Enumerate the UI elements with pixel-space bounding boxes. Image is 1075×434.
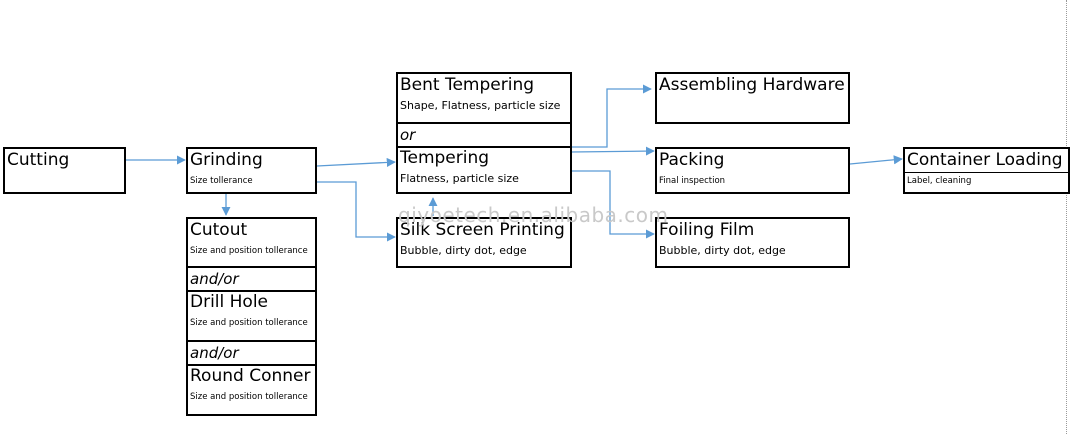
connector-or: or	[396, 124, 572, 148]
node-cutting-title: Cutting	[7, 150, 70, 170]
node-bent-tempering-sub: Shape, Flatness, particle size	[400, 99, 561, 112]
node-grinding-sub: Size tollerance	[190, 176, 253, 186]
arrow-tempering-foiling	[571, 170, 655, 239]
node-silk-screen-title: Silk Screen Printing	[400, 220, 565, 240]
arrow-grinding-tempering	[316, 157, 396, 167]
node-packing: Packing Final inspection	[655, 147, 850, 194]
node-tempering-title: Tempering	[400, 148, 490, 168]
node-packing-title: Packing	[659, 150, 725, 170]
node-drill-hole: Drill Hole Size and position tollerance	[186, 292, 317, 342]
node-foiling-sub: Bubble, dirty dot, edge	[659, 244, 786, 257]
node-cutout-title: Cutout	[190, 220, 248, 240]
page-edge-guide	[1066, 0, 1067, 434]
node-drill-hole-sub: Size and position tollerance	[190, 318, 308, 328]
node-silk-screen-sub: Bubble, dirty dot, edge	[400, 244, 527, 257]
node-cutout-sub: Size and position tollerance	[190, 246, 308, 256]
node-foiling-film: Foiling Film Bubble, dirty dot, edge	[655, 217, 850, 268]
node-grinding-title: Grinding	[190, 150, 263, 170]
arrow-tempering-packing	[570, 146, 655, 156]
node-packing-sub: Final inspection	[659, 176, 726, 186]
node-round-conner: Round Conner Size and position tolleranc…	[186, 366, 317, 416]
arrow-grinding-silkscreen	[317, 181, 396, 242]
node-container-title: Container Loading	[907, 150, 1063, 170]
node-bent-tempering: Bent Tempering Shape, Flatness, particle…	[396, 72, 572, 124]
node-round-conner-sub: Size and position tollerance	[190, 392, 308, 402]
node-tempering-sub: Flatness, particle size	[400, 172, 519, 185]
node-cutting: Cutting	[3, 147, 126, 194]
node-drill-hole-title: Drill Hole	[190, 292, 269, 312]
connector-and-or-2: and/or	[186, 342, 317, 366]
connector-and-or-1: and/or	[186, 268, 317, 292]
node-cutout: Cutout Size and position tollerance	[186, 217, 317, 268]
node-tempering: Tempering Flatness, particle size	[396, 148, 572, 194]
node-container-loading: Container Loading Label, cleaning	[903, 147, 1070, 194]
node-container-sub: Label, cleaning	[907, 176, 972, 186]
arrow-tempering-assembling	[571, 84, 652, 148]
node-grinding: Grinding Size tollerance	[186, 147, 317, 194]
watermark-text: qiyoetech.en.alibaba.com	[398, 203, 669, 227]
arrow-packing-container	[849, 155, 903, 165]
node-assembling-title: Assembling Hardware	[659, 75, 845, 95]
node-silk-screen-printing: Silk Screen Printing Bubble, dirty dot, …	[396, 217, 572, 268]
node-bent-tempering-title: Bent Tempering	[400, 75, 535, 95]
node-round-conner-title: Round Conner	[190, 366, 311, 386]
node-foiling-title: Foiling Film	[659, 220, 755, 240]
node-assembling-hardware: Assembling Hardware	[655, 72, 850, 124]
